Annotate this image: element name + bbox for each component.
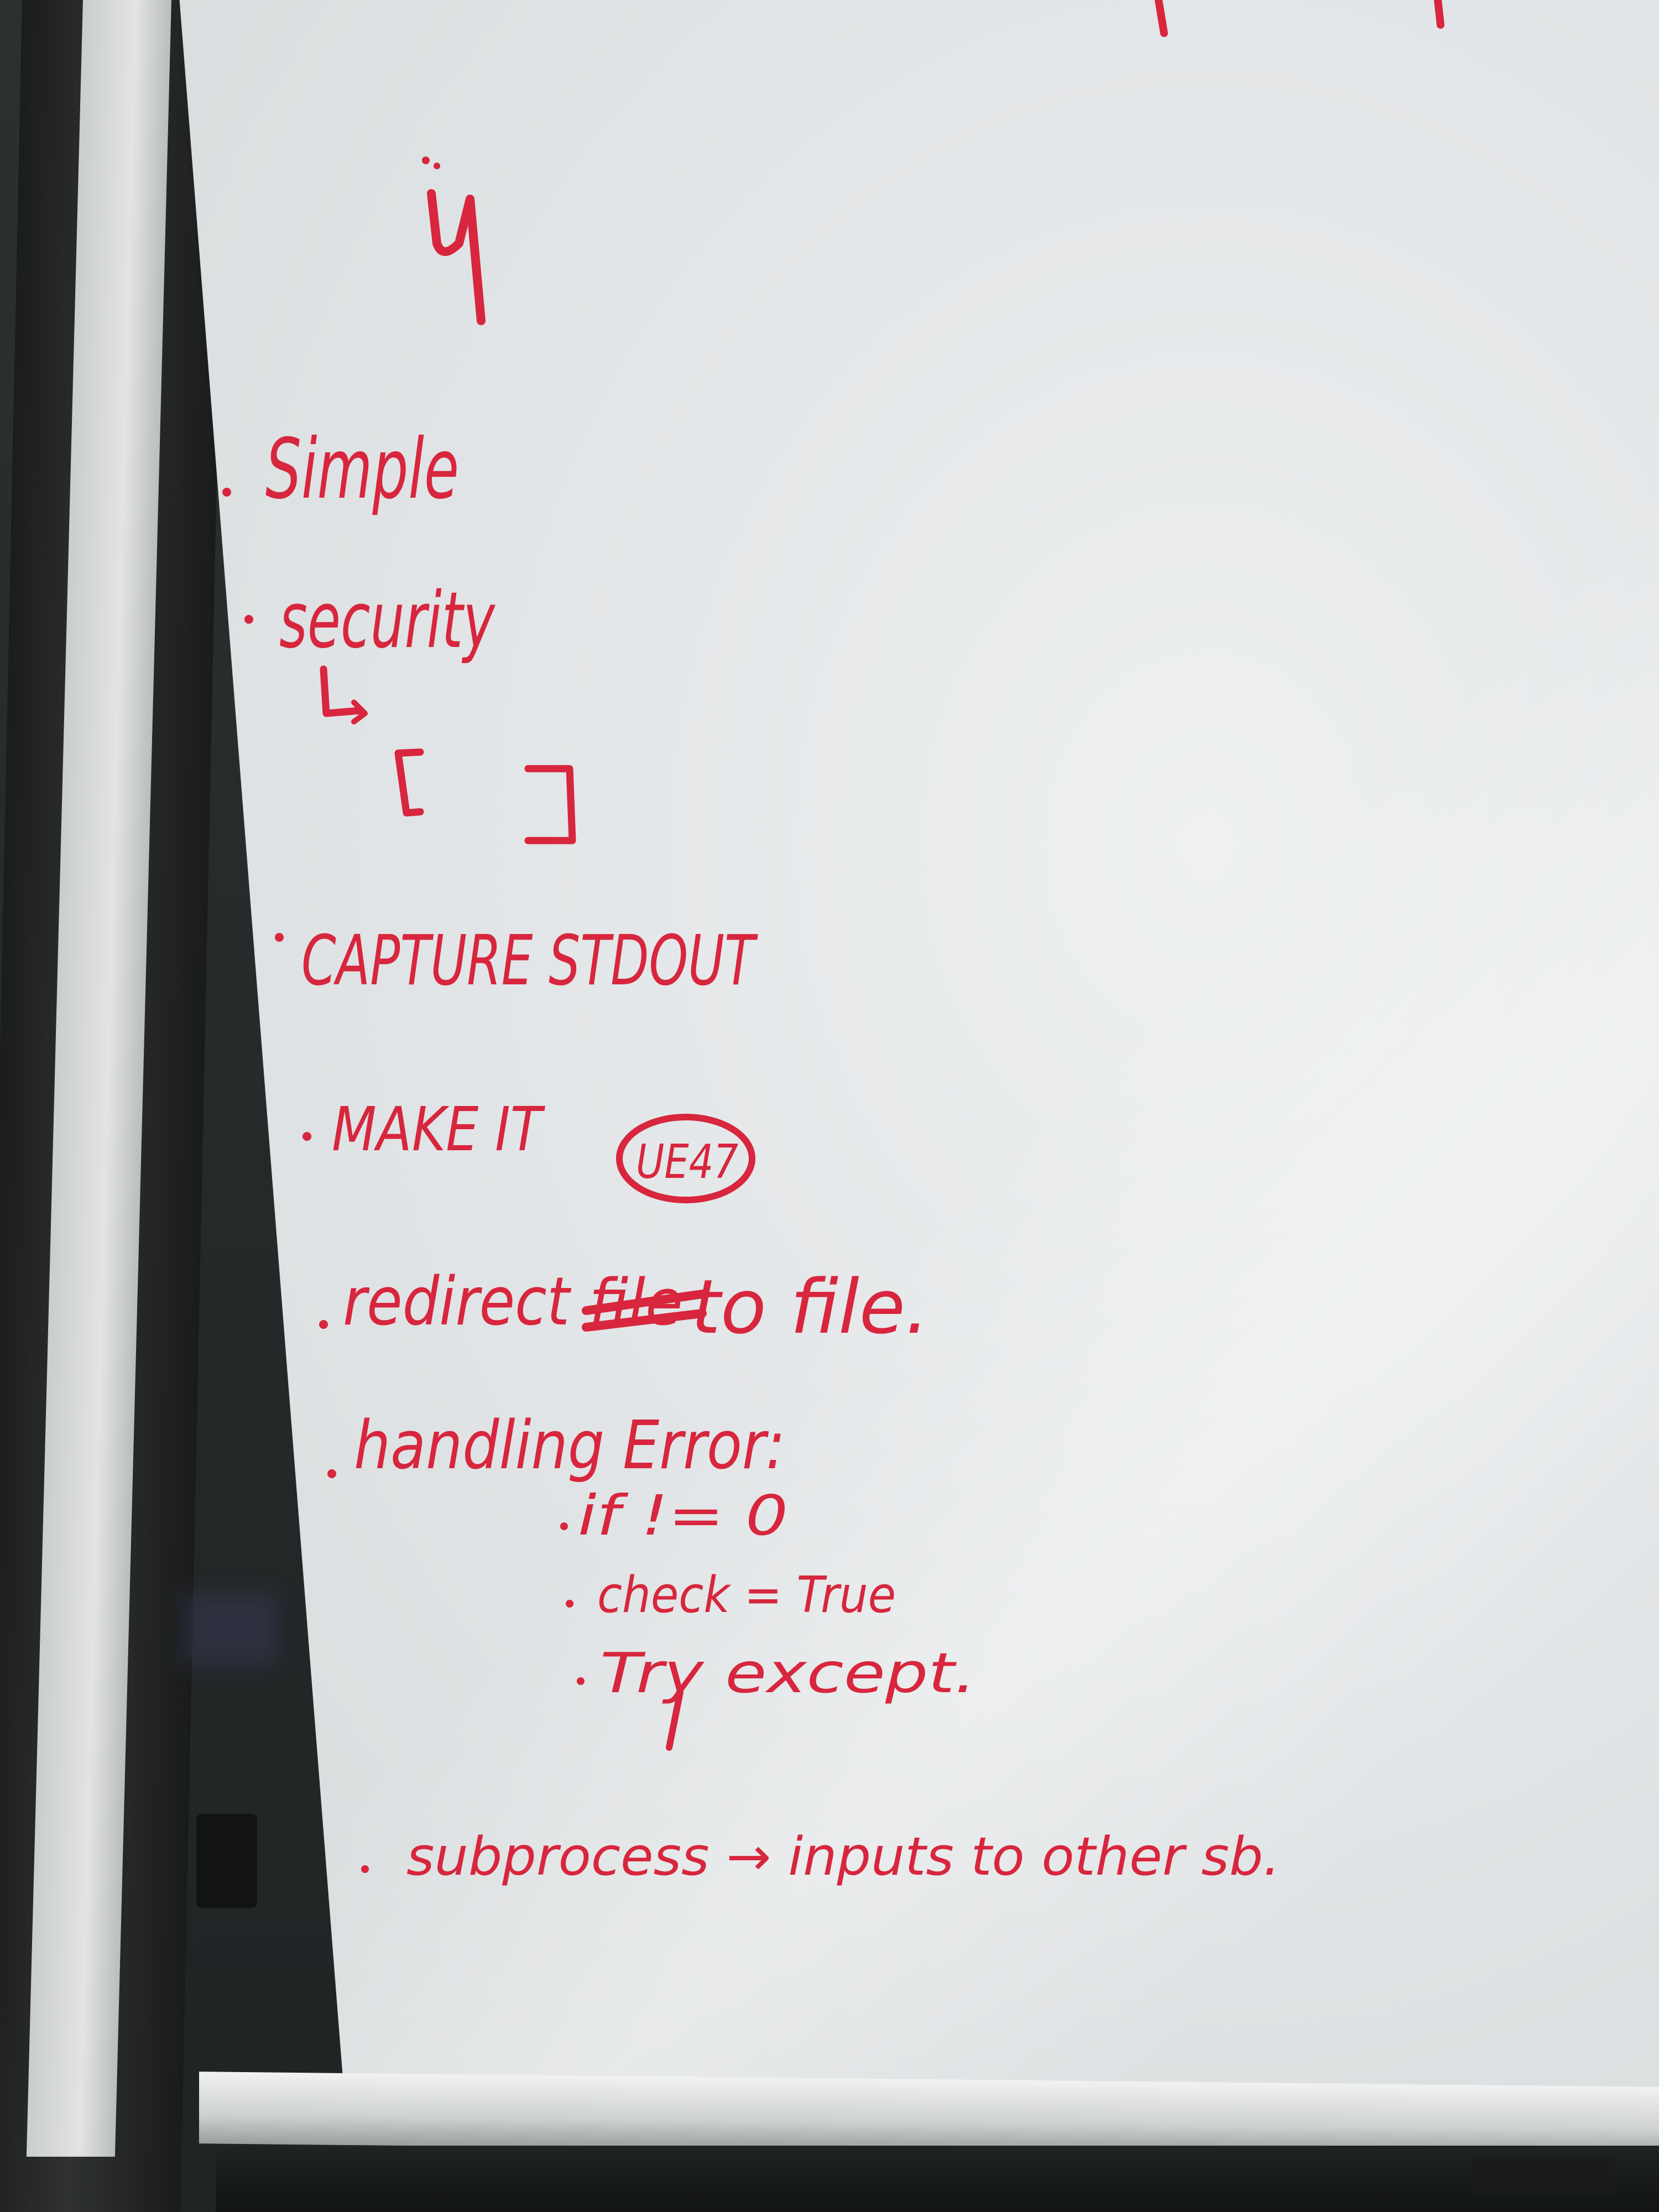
item-subprocess: subprocess → inputs to other sb.	[361, 1827, 1280, 1887]
item-check-true: check = True	[566, 1566, 896, 1624]
item-capture-stdout-text: CAPTURE STDOUT	[301, 921, 758, 1001]
item-if-not-zero-text: if != 0	[578, 1483, 788, 1548]
board-mounting-clip	[196, 1814, 257, 1908]
item-capture-stdout: CAPTURE STDOUT	[275, 921, 758, 1001]
item-simple: Simple	[222, 421, 459, 518]
eraser	[1471, 2157, 1615, 2195]
item-if-not-zero: if != 0	[560, 1483, 788, 1548]
whiteboard-surface	[179, 0, 1659, 2112]
item-check-true-text: check = True	[597, 1566, 896, 1624]
heading-if: if	[422, 156, 486, 325]
item-try-except: Try except.	[577, 1641, 976, 1751]
item-try-except-text: Try except.	[600, 1641, 976, 1705]
item-redirect-after: to file.	[691, 1264, 929, 1350]
ink-smudge	[182, 1593, 276, 1665]
item-handling-error: handling Error:	[327, 1407, 785, 1484]
item-security-sub: [ ]	[320, 665, 576, 844]
item-make-it-text: MAKE IT	[332, 1094, 546, 1165]
item-redirect-text: redirect	[343, 1264, 571, 1340]
item-simple-text: Simple	[265, 421, 459, 518]
item-handling-error-text: handling Error:	[354, 1407, 785, 1484]
item-security-text: security	[279, 576, 495, 666]
marker-tray-base	[216, 2146, 1659, 2212]
item-make-it-circled: UE47	[636, 1135, 738, 1190]
item-subprocess-text: subprocess → inputs to other sb.	[406, 1827, 1280, 1887]
top-marks: | |	[1155, 0, 1444, 37]
item-redirect: redirect file to file.	[319, 1264, 929, 1350]
item-make-it: MAKE IT UE47	[302, 1094, 755, 1203]
item-security: security	[244, 576, 495, 666]
